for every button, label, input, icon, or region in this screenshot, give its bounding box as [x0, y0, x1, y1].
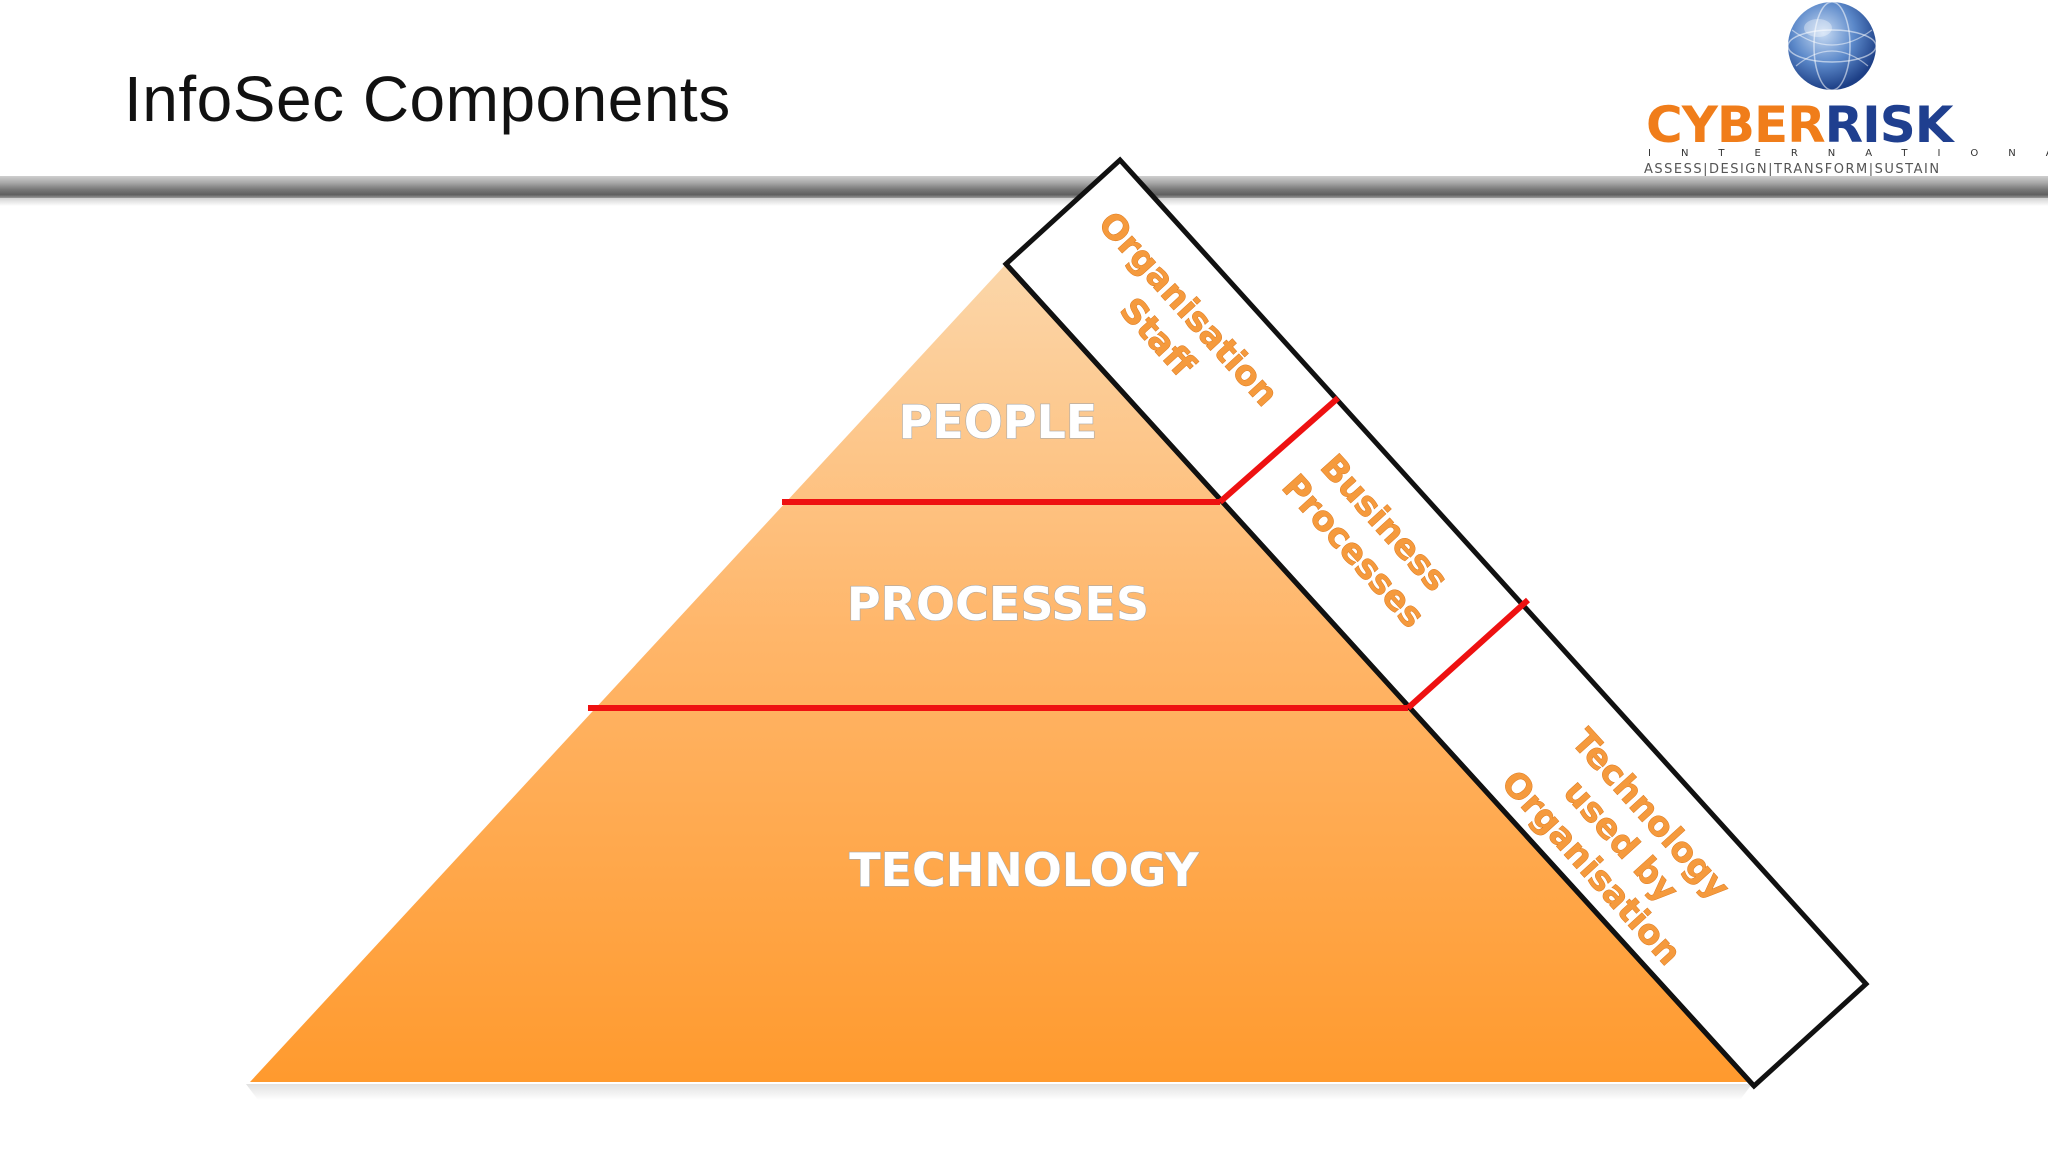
pyramid-right-edge	[1004, 262, 1756, 1088]
pyramid-shadow	[246, 1084, 1752, 1100]
layer-label-technology: TECHNOLOGY	[849, 843, 1199, 897]
company-logo: CYBERRISK INTERNATIONAL ASSESS|DESIGN|TR…	[1640, 0, 2048, 180]
title-divider-shadow	[0, 198, 2048, 206]
slide-title: InfoSec Components	[124, 63, 731, 135]
layer-label-processes: PROCESSES	[847, 577, 1149, 631]
band-divider-2	[1405, 597, 1531, 711]
band-divider-1	[1218, 395, 1340, 505]
globe-icon	[1787, 1, 1877, 91]
logo-subtitle: INTERNATIONAL	[1648, 148, 2048, 159]
layer-label-people: PEOPLE	[899, 395, 1098, 449]
logo-wordmark: CYBERRISK	[1646, 96, 1954, 154]
logo-tagline: ASSESS|DESIGN|TRANSFORM|SUSTAIN	[1644, 162, 1941, 177]
pyramid-body	[250, 264, 1750, 1082]
title-divider-bar	[0, 176, 2048, 198]
